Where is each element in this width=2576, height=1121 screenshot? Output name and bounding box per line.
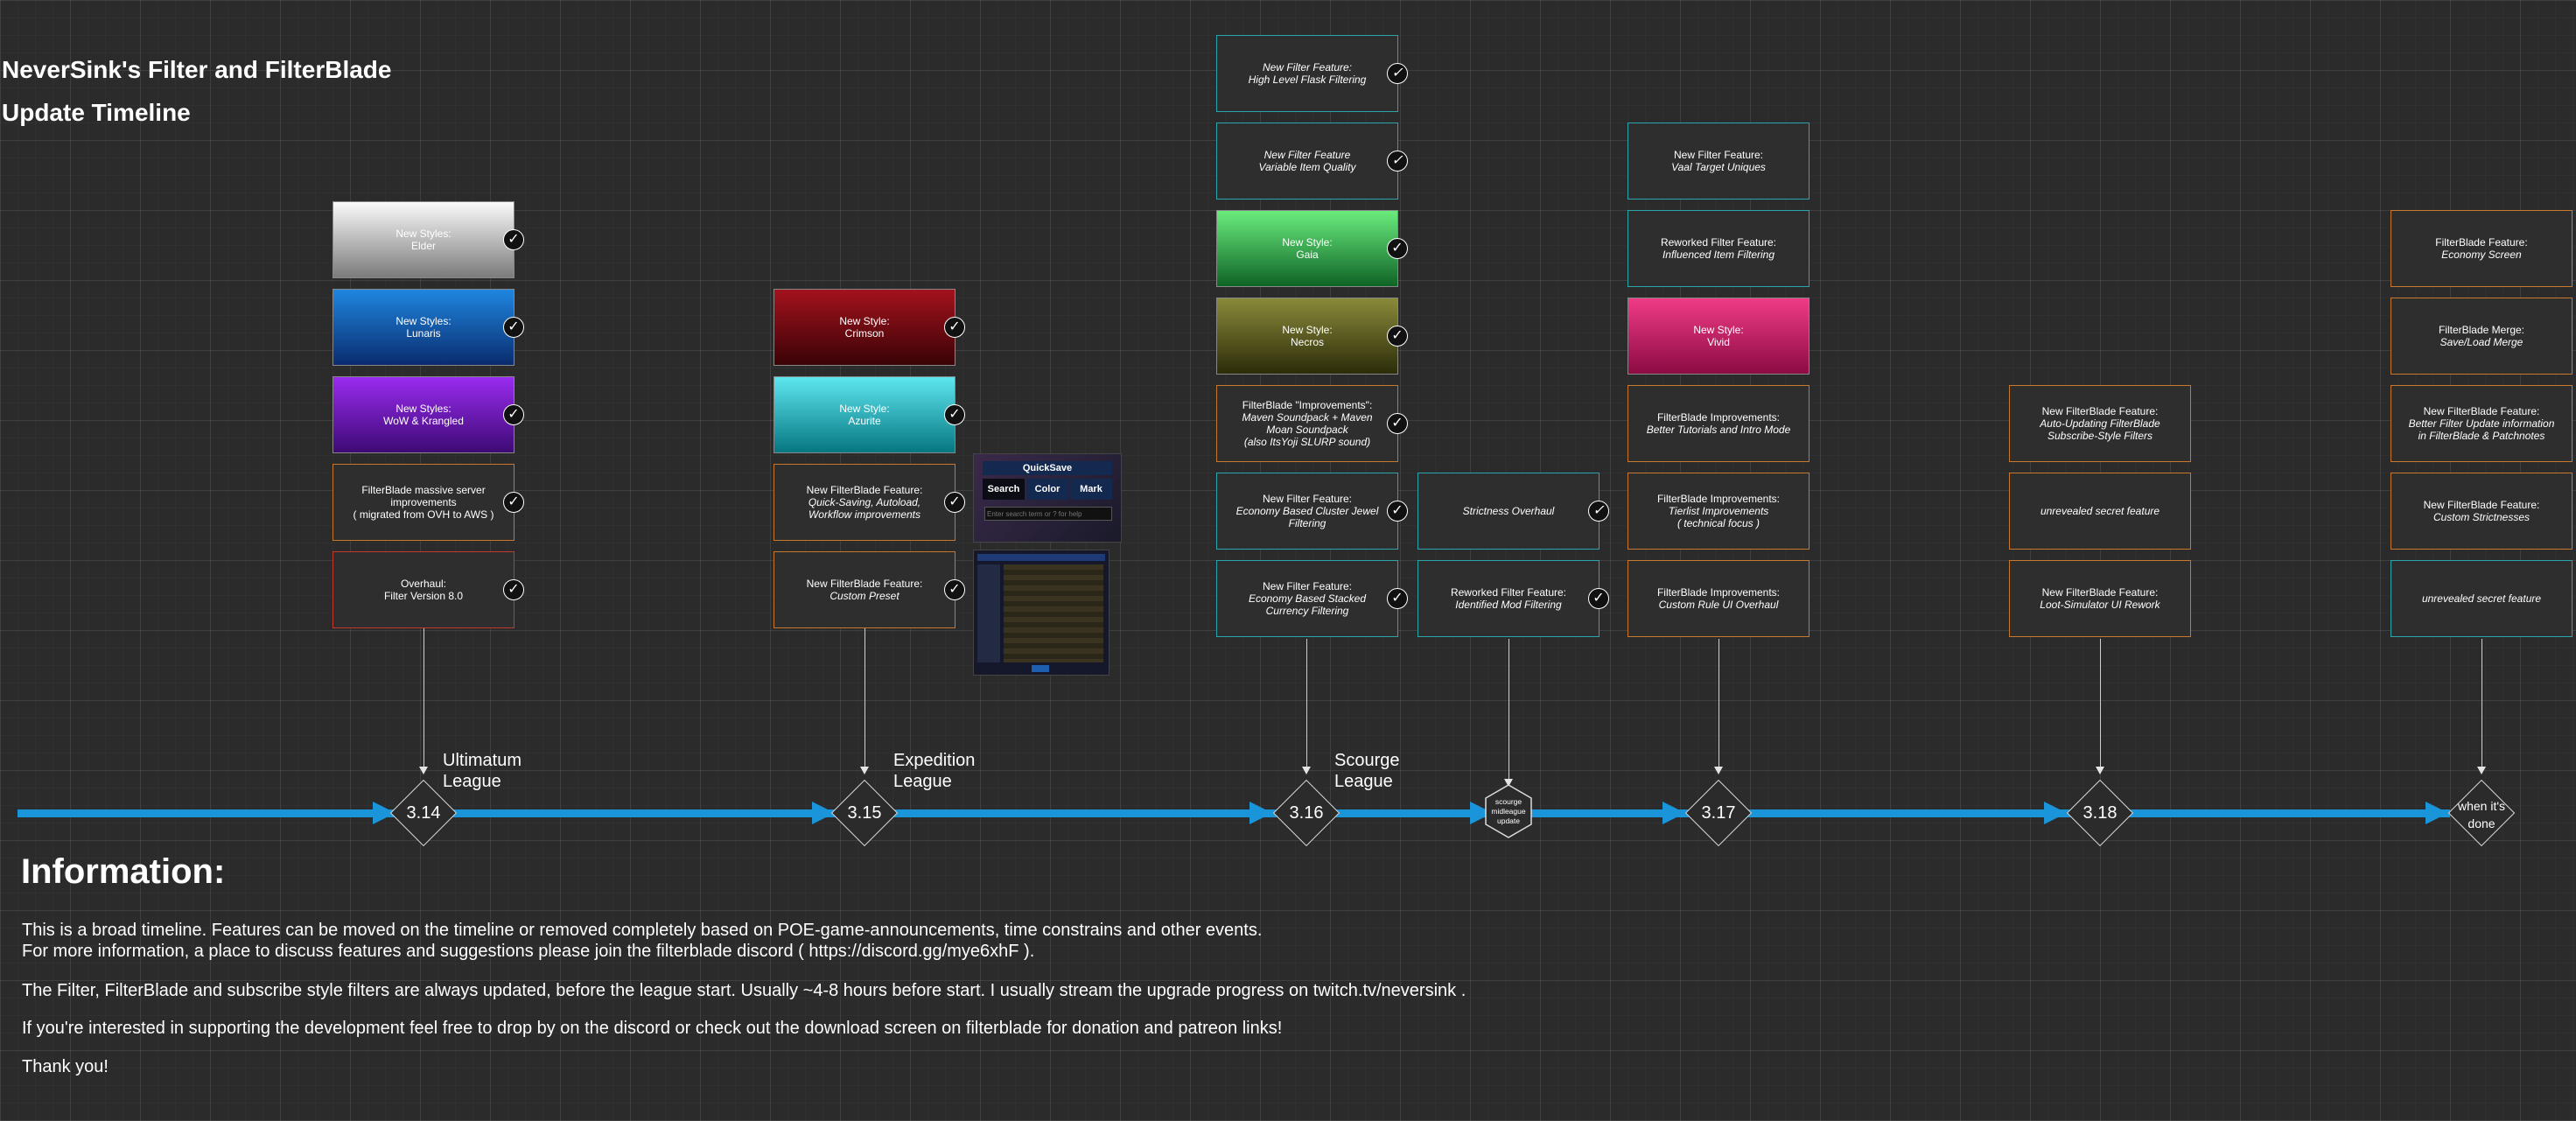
check-icon: ✓ [1387, 326, 1408, 347]
quicksave-search-input[interactable] [984, 507, 1112, 521]
check-icon: ✓ [503, 229, 524, 250]
check-icon: ✓ [1387, 151, 1408, 172]
tab-color[interactable]: Color [1026, 479, 1068, 500]
card-vivid: New Style: Vivid [1628, 298, 1810, 375]
card-better-tutorials: FilterBlade Improvements:Better Tutorial… [1628, 385, 1810, 462]
card-gaia: New Style: Gaia✓ [1216, 210, 1408, 287]
check-icon: ✓ [1588, 588, 1609, 609]
card-crimson: New Style: Crimson✓ [774, 289, 965, 366]
card-custom-preset: New FilterBlade Feature:Custom Preset✓ [774, 551, 965, 628]
filterblade-screenshot [973, 550, 1110, 676]
quicksave-screenshot: QuickSave Search Color Mark [973, 453, 1122, 543]
league-name: Scourge League [1334, 751, 1400, 791]
card-custom-strictnesses: New FilterBlade Feature:Custom Strictnes… [2390, 473, 2572, 550]
check-icon: ✓ [1588, 501, 1609, 522]
card-strictness-overhaul: Strictness Overhaul✓ [1418, 473, 1609, 550]
information-paragraph-3: If you're interested in supporting the d… [22, 1019, 1283, 1038]
check-icon: ✓ [944, 492, 965, 513]
hex-line-1: scourge [1494, 797, 1522, 806]
card-vaal-target: New Filter Feature:Vaal Target Uniques [1628, 123, 1810, 200]
card-influenced-item: Reworked Filter Feature:Influenced Item … [1628, 210, 1810, 287]
card-custom-rule-ui: FilterBlade Improvements:Custom Rule UI … [1628, 560, 1810, 637]
check-icon: ✓ [503, 492, 524, 513]
check-icon: ✓ [1387, 238, 1408, 259]
card-secret-feature-318: unrevealed secret feature [2009, 473, 2191, 550]
card-stacked-currency: New Filter Feature:Economy Based Stacked… [1216, 560, 1408, 637]
card-cluster-jewel: New Filter Feature:Economy Based Cluster… [1216, 473, 1408, 550]
check-icon: ✓ [503, 404, 524, 425]
milestone-label: 3.16 [1289, 803, 1324, 823]
check-icon: ✓ [944, 404, 965, 425]
card-economy-screen: FilterBlade Feature:Economy Screen [2390, 210, 2572, 287]
card-flask-filtering: New Filter Feature:High Level Flask Filt… [1216, 35, 1408, 112]
page-title: NeverSink's Filter and FilterBlade [2, 56, 392, 83]
card-loot-simulator: New FilterBlade Feature:Loot-Simulator U… [2009, 560, 2191, 637]
card-wow-krangled: New Styles: WoW & Krangled✓ [332, 376, 524, 453]
card-quicksaving: New FilterBlade Feature:Quick-Saving, Au… [774, 464, 965, 541]
milestone-label: 3.17 [1701, 803, 1736, 823]
card-secret-feature-done: unrevealed secret feature [2390, 560, 2572, 637]
milestone-label: 3.14 [406, 803, 441, 823]
card-save-load-merge: FilterBlade Merge:Save/Load Merge [2390, 298, 2572, 375]
check-icon: ✓ [944, 579, 965, 600]
tab-mark[interactable]: Mark [1070, 479, 1112, 500]
card-update-information: New FilterBlade Feature:Better Filter Up… [2390, 385, 2572, 462]
check-icon: ✓ [1387, 501, 1408, 522]
milestone-label: 3.15 [847, 803, 882, 823]
done-line-1: when it's [2457, 799, 2506, 813]
hex-line-2: midleague [1491, 807, 1526, 816]
check-icon: ✓ [1387, 588, 1408, 609]
check-icon: ✓ [503, 317, 524, 338]
check-icon: ✓ [944, 317, 965, 338]
page-subtitle: Update Timeline [2, 99, 191, 126]
card-azurite: New Style: Azurite✓ [774, 376, 965, 453]
information-heading: Information: [21, 852, 226, 891]
card-identified-mod: Reworked Filter Feature:Identified Mod F… [1418, 560, 1609, 637]
card-maven-soundpack: FilterBlade "Improvements":Maven Soundpa… [1216, 385, 1408, 462]
check-icon: ✓ [1387, 413, 1408, 434]
card-overhaul: Overhaul: Filter Version 8.0✓ [332, 551, 524, 628]
milestone-label: 3.18 [2082, 803, 2118, 823]
card-auto-updating: New FilterBlade Feature:Auto-Updating Fi… [2009, 385, 2191, 462]
league-name: Expedition League [893, 751, 976, 791]
league-name: Ultimatum League [443, 751, 522, 791]
hex-line-3: update [1497, 816, 1520, 825]
information-paragraph-2: The Filter, FilterBlade and subscribe st… [22, 981, 1466, 1000]
card-tierlist-improvements: FilterBlade Improvements:Tierlist Improv… [1628, 473, 1810, 550]
tab-search[interactable]: Search [983, 479, 1025, 500]
done-line-2: done [2468, 816, 2496, 830]
information-paragraph-1: This is a broad timeline. Features can b… [22, 921, 1263, 961]
card-server-improvements: FilterBlade massive server improvements … [332, 464, 524, 541]
card-elder: New Styles: Elder✓ [332, 201, 524, 278]
information-paragraph-4: Thank you! [22, 1057, 108, 1076]
check-icon: ✓ [503, 579, 524, 600]
quicksave-title: QuickSave [983, 461, 1112, 475]
check-icon: ✓ [1387, 63, 1408, 84]
card-lunaris: New Styles: Lunaris✓ [332, 289, 524, 366]
card-necros: New Style: Necros✓ [1216, 298, 1408, 375]
